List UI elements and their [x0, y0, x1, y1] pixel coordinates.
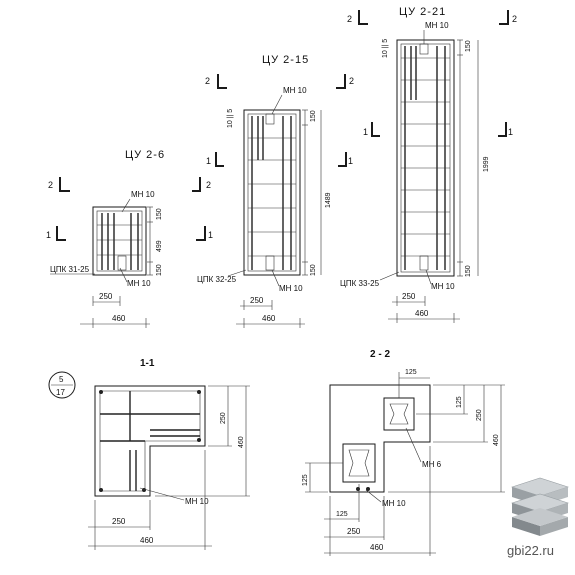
- svg-text:250: 250: [476, 409, 483, 421]
- cut-mark-2-left-21: [358, 10, 368, 25]
- svg-text:460: 460: [370, 543, 384, 552]
- title-cu-2-6: ЦУ 2-6: [125, 149, 165, 161]
- title-cu-2-21: ЦУ 2-21: [399, 6, 446, 18]
- svg-text:460: 460: [415, 309, 429, 318]
- watermark-text: gbi22.ru: [507, 543, 554, 558]
- label-cu21-mn-bot: МН 10: [431, 282, 455, 291]
- svg-text:125: 125: [405, 369, 417, 376]
- svg-text:2: 2: [205, 76, 210, 86]
- cut-label-2-right: 2: [206, 180, 211, 190]
- svg-text:250: 250: [402, 292, 416, 301]
- element-cu-2-6: ЦУ 2-6 2 2 1 1 150 499 150 МН 10 ЦПК 31: [46, 149, 213, 328]
- label-cu6-mark: ЦПК 31-25: [50, 265, 90, 274]
- sheet-ref-num: 5: [59, 375, 64, 384]
- cut-mark-2-right-21: [499, 10, 509, 25]
- section-2-2: 2 - 2 125 125 250 460 МН 6 125 МН 10: [302, 349, 505, 556]
- svg-text:1: 1: [508, 127, 513, 137]
- svg-text:1: 1: [206, 156, 211, 166]
- svg-text:125: 125: [456, 396, 463, 408]
- svg-text:2: 2: [512, 14, 517, 24]
- svg-text:250: 250: [99, 292, 113, 301]
- svg-text:460: 460: [140, 536, 154, 545]
- section-title-1-1: 1-1: [140, 358, 155, 369]
- cut-label-1-right: 1: [208, 230, 213, 240]
- label-cu21-mark: ЦПК 33-25: [340, 279, 380, 288]
- svg-text:10 || 5: 10 || 5: [382, 39, 389, 58]
- svg-text:460: 460: [262, 314, 276, 323]
- svg-text:2: 2: [349, 76, 354, 86]
- svg-text:150: 150: [465, 265, 472, 277]
- label-1-1-mn: МН 10: [185, 497, 209, 506]
- dim-cu6-height: 499: [156, 240, 163, 252]
- cu6-body: [92, 206, 147, 276]
- label-2-2-mn6: МН 6: [422, 460, 442, 469]
- svg-text:2: 2: [347, 14, 352, 24]
- svg-text:150: 150: [310, 110, 317, 122]
- svg-text:460: 460: [238, 436, 245, 448]
- svg-text:250: 250: [250, 296, 264, 305]
- plate-top: [383, 397, 415, 431]
- section-2-2-outline: [329, 384, 431, 493]
- element-cu-2-15: ЦУ 2-15 2 2 1 1 150 1489 150 10 |: [197, 54, 354, 328]
- cut-label-1-left: 1: [46, 230, 51, 240]
- svg-text:125: 125: [336, 511, 348, 518]
- svg-text:125: 125: [302, 474, 309, 486]
- svg-text:1: 1: [348, 156, 353, 166]
- watermark-logo: [511, 477, 569, 536]
- cut-mark-2-right: [192, 177, 201, 192]
- cut-mark-1-right: [196, 226, 206, 241]
- label-cu21-mn-top: МН 10: [425, 21, 449, 30]
- svg-text:150: 150: [310, 264, 317, 276]
- element-cu-2-21: ЦУ 2-21 2 2 1 1 150 1: [340, 6, 517, 323]
- cut-label-2-left: 2: [48, 180, 53, 190]
- cut-mark-2-right-15: [336, 74, 346, 89]
- svg-text:460: 460: [493, 434, 500, 446]
- svg-text:250: 250: [220, 412, 227, 424]
- cut-mark-2-left: [59, 177, 70, 192]
- svg-text:150: 150: [156, 208, 163, 220]
- sheet-ref-den: 17: [56, 388, 65, 397]
- svg-text:10 || 5: 10 || 5: [227, 109, 234, 128]
- label-cu15-mark: ЦПК 32-25: [197, 275, 237, 284]
- cu15-body: [243, 109, 301, 276]
- label-cu15-mn-bot: МН 10: [279, 284, 303, 293]
- label-cu6-mn-top: МН 10: [131, 190, 155, 199]
- sheet-ref-circle: [48, 371, 76, 399]
- title-cu-2-15: ЦУ 2-15: [262, 54, 309, 66]
- label-cu15-mn-top: МН 10: [283, 86, 307, 95]
- cut-mark-1-left: [56, 226, 66, 241]
- section-1-1-outline: [94, 385, 206, 497]
- dim-cu15-height: 1489: [325, 192, 332, 208]
- section-title-2-2: 2 - 2: [370, 349, 390, 360]
- cut-mark-2-left-15: [217, 74, 227, 89]
- cu21-body: [396, 39, 455, 277]
- section-1-1: 1-1 5 17 250 460 МН 10 250: [48, 358, 250, 550]
- svg-text:250: 250: [347, 527, 361, 536]
- svg-text:460: 460: [112, 314, 126, 323]
- svg-text:250: 250: [112, 517, 126, 526]
- svg-text:150: 150: [465, 40, 472, 52]
- dim-cu21-height: 1999: [483, 156, 490, 172]
- svg-text:1: 1: [363, 127, 368, 137]
- label-cu6-mn-bot: МН 10: [127, 279, 151, 288]
- label-2-2-mn10: МН 10: [382, 499, 406, 508]
- svg-text:150: 150: [156, 264, 163, 276]
